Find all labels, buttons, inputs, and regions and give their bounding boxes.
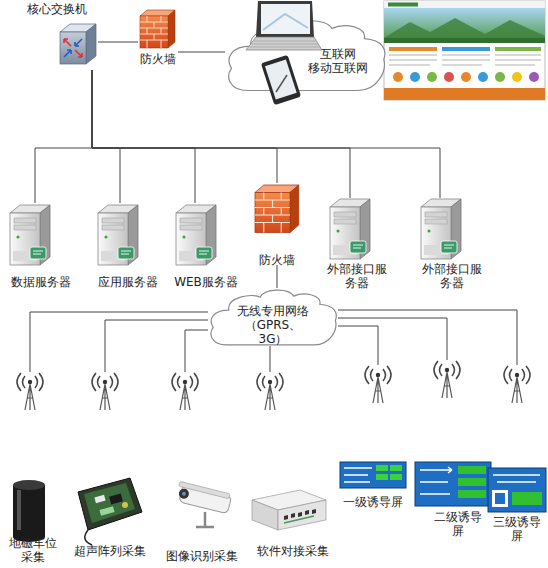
web-server: WEB服务器 xyxy=(170,203,242,291)
node-label: 超声阵列采集 xyxy=(62,544,158,558)
firewall: 防火墙 xyxy=(252,183,302,265)
connector-line xyxy=(92,70,195,203)
connector-line xyxy=(277,265,278,288)
node-label: 软件对接采集 xyxy=(248,544,338,558)
interface-server: 外部接口服务器 xyxy=(318,198,396,294)
node-label: 外部接口服务器 xyxy=(421,262,483,290)
node-label: 防火墙 xyxy=(138,52,178,66)
app-server: 应用服务器 xyxy=(92,203,164,291)
interface-device: 软件对接采集 xyxy=(248,372,338,562)
node-label: 互联网 移动互联网 xyxy=(298,47,378,75)
internet-cloud: 互联网 移动互联网 xyxy=(225,18,387,92)
connector-line xyxy=(30,312,208,372)
interface-server: 外部接口服务器 xyxy=(412,198,492,294)
data-server: 数据服务器 xyxy=(5,203,77,291)
node-label: WEB服务器 xyxy=(170,275,242,289)
node-label: 图像识别采集 xyxy=(160,549,244,563)
node-label: 地磁车位采集 xyxy=(8,536,58,564)
node-label: 无线专用网络 （GPRS、3G） xyxy=(231,304,315,346)
connector-line xyxy=(338,326,378,365)
node-label: 三级诱导屏 xyxy=(491,515,543,543)
guidance-screen: 三级诱导屏 xyxy=(486,365,546,547)
wireless-cloud: 无线专用网络 （GPRS、3G） xyxy=(208,288,338,346)
guidance-screen: 一级诱导屏 xyxy=(336,365,410,513)
connector-line xyxy=(35,70,92,203)
camera-device: 图像识别采集 xyxy=(160,372,244,564)
core-switch: 核心交换机 xyxy=(15,2,98,70)
connector-line xyxy=(270,346,271,372)
node-label: 一级诱导屏 xyxy=(341,495,405,509)
connector-line xyxy=(185,330,208,372)
cloud-outline xyxy=(229,21,385,91)
node-label: 外部接口服务器 xyxy=(326,262,388,290)
node-label: 二级诱导屏 xyxy=(432,510,484,538)
node-label: 防火墙 xyxy=(252,253,302,267)
connector-line xyxy=(92,70,120,203)
sensor-device: 地磁车位采集 xyxy=(3,372,63,566)
connector-line xyxy=(338,310,517,365)
connector-line xyxy=(98,42,138,43)
node-label: 应用服务器 xyxy=(92,275,164,289)
sensor-device: 超声阵列采集 xyxy=(62,372,158,562)
node-label: 数据服务器 xyxy=(5,275,77,289)
node-label: 核心交换机 xyxy=(15,2,98,16)
guidance-screen: 二级诱导屏 xyxy=(412,360,494,542)
connector-line xyxy=(338,318,447,360)
firewall: 防火墙 xyxy=(138,8,178,66)
connector-line xyxy=(178,52,225,53)
cloud-shape xyxy=(225,18,387,92)
connector-line xyxy=(105,320,208,372)
